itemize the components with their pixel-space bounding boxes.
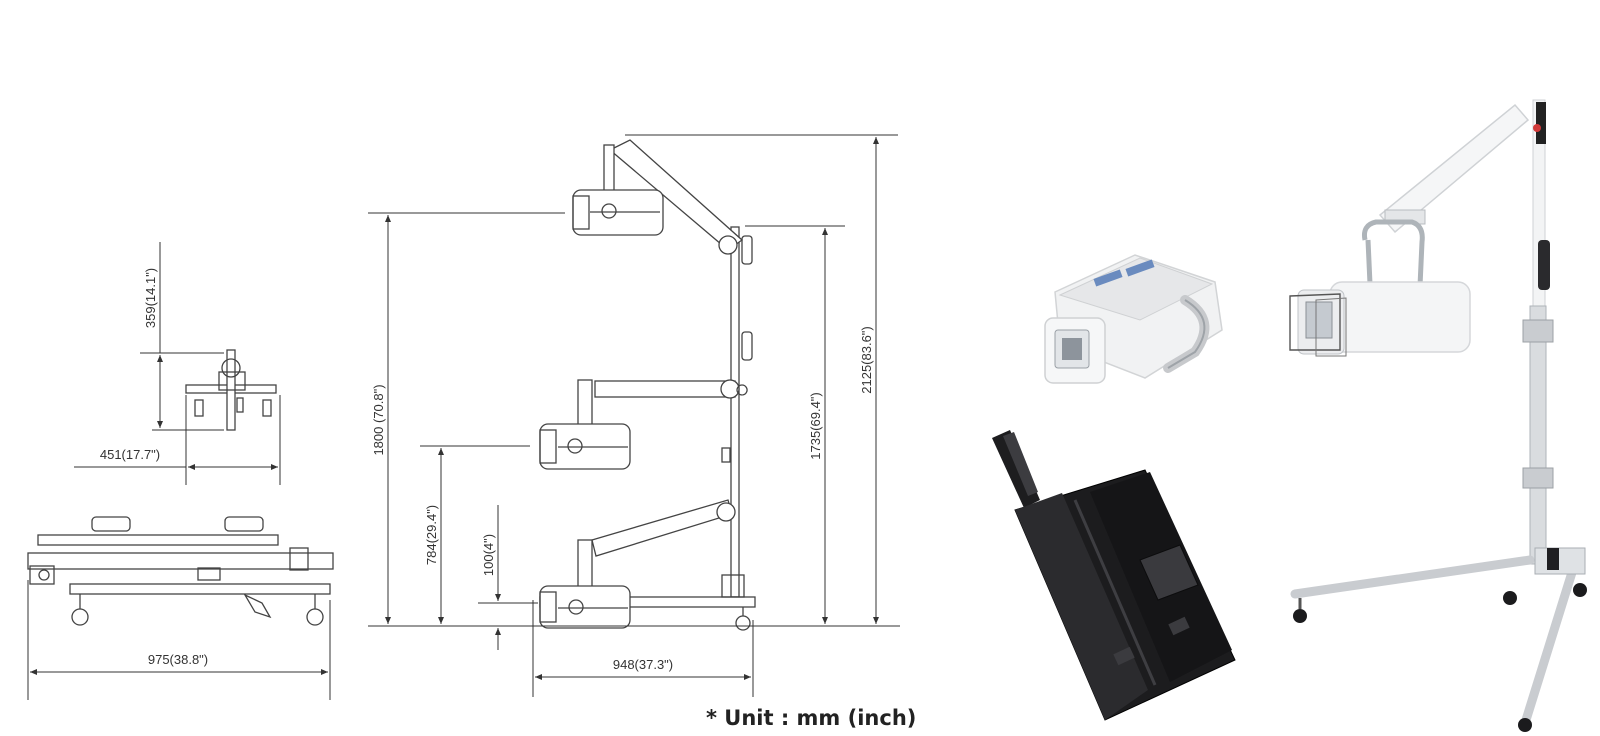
dim-height-low: 784(29.4") [424,505,439,565]
dim-depth-folded: 451(17.7") [100,447,160,462]
folded-top-view [185,349,277,431]
dim-height-folded: 359(14.1") [143,268,158,328]
stand-side-dimensions: 1800 (70.8") 784(29.4") 100(4") 948(37.3… [368,134,900,697]
dim-height-min: 100(4") [481,534,496,576]
stand-side-view [539,139,756,631]
dim-height-mid: 1800 (70.8") [371,384,386,455]
mobile-stand-image [1289,99,1587,732]
folded-side-view [27,516,334,626]
folded-top-dimensions: 359(14.1") 451(17.7") [74,242,281,485]
folded-side-dimensions: 975(38.8") [27,580,331,700]
dim-column-height: 1735(69.4") [808,392,823,460]
carrying-case-image [992,430,1236,721]
unit-note: * Unit : mm (inch) [706,706,917,730]
portable-xray-generator-image [1044,254,1223,384]
dim-max-height: 2125(83.6") [859,326,874,394]
dim-base-length: 948(37.3") [613,657,673,672]
dim-width-folded: 975(38.8") [148,652,208,667]
